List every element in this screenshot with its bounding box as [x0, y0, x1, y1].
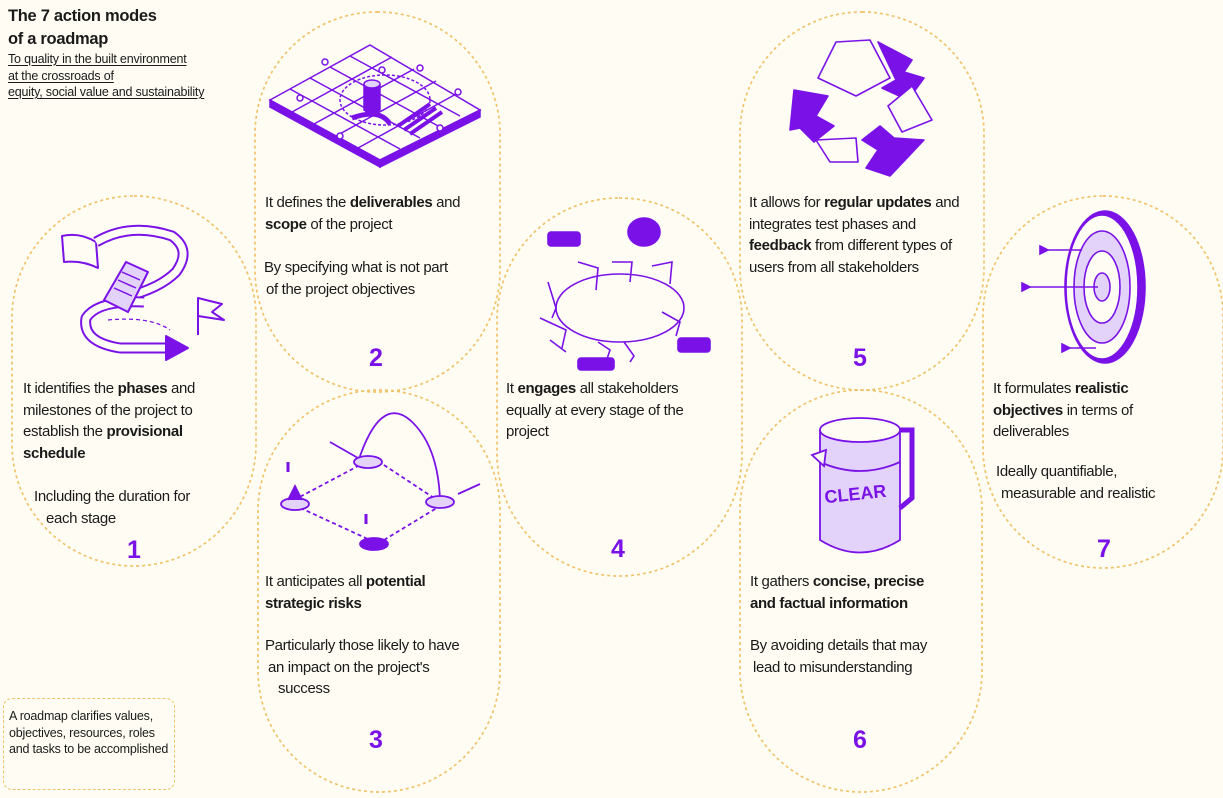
step-1-main-text: It identifies the phases and milestones … — [23, 380, 195, 462]
schedule-loop-icon — [61, 224, 225, 361]
step-7-main-text: It formulates realistic objectives in te… — [993, 380, 1133, 440]
step-7-detail-text: Ideally quantifiable,measurable and real… — [996, 463, 1156, 502]
round-table-icon — [539, 217, 711, 371]
step-2-number: 2 — [369, 344, 383, 372]
pill-frame-7 — [982, 195, 1223, 569]
step-6-main-text: It gathers concise, precise and factual … — [750, 573, 924, 612]
page-title: The 7 action modes of a roadmap — [8, 5, 157, 51]
subtitle-line-1: To quality in the built environment — [8, 52, 187, 66]
title-line-2: of a roadmap — [8, 30, 109, 48]
pill-frame-6 — [739, 389, 983, 793]
title-line-1: The 7 action modes — [8, 7, 157, 25]
step-6-number: 6 — [853, 726, 867, 754]
step-1-number: 1 — [127, 536, 141, 564]
risk-paths-icon — [280, 412, 481, 551]
step-2-main-text: It defines the deliverables and scope of… — [265, 194, 461, 233]
step-4-number: 4 — [611, 535, 625, 563]
pill-frame-3 — [257, 389, 501, 793]
target-icon — [1021, 210, 1146, 364]
step-7-number: 7 — [1097, 535, 1111, 563]
summary-note: A roadmap clarifies values, objectives, … — [3, 698, 175, 790]
clear-jug-icon: CLEAR — [810, 417, 915, 554]
pill-frame-4 — [496, 197, 743, 577]
isometric-grid-icon — [268, 44, 482, 169]
step-5-number: 5 — [853, 344, 867, 372]
step-5-main-text: It allows for regular updates and integr… — [749, 194, 960, 276]
pill-frame-2 — [254, 11, 501, 393]
pill-frame-1 — [11, 195, 257, 567]
subtitle-line-3: equity, social value and sustainability — [8, 85, 205, 99]
recycle-icon — [789, 39, 933, 177]
step-3-number: 3 — [369, 726, 383, 754]
step-4-main-text: It engages all stakeholders equally at e… — [506, 380, 684, 440]
step-3-main-text: It anticipates all potential strategic r… — [265, 573, 426, 612]
page-subtitle: To quality in the built environment at t… — [8, 51, 204, 101]
subtitle-line-2: at the crossroads of — [8, 68, 114, 83]
